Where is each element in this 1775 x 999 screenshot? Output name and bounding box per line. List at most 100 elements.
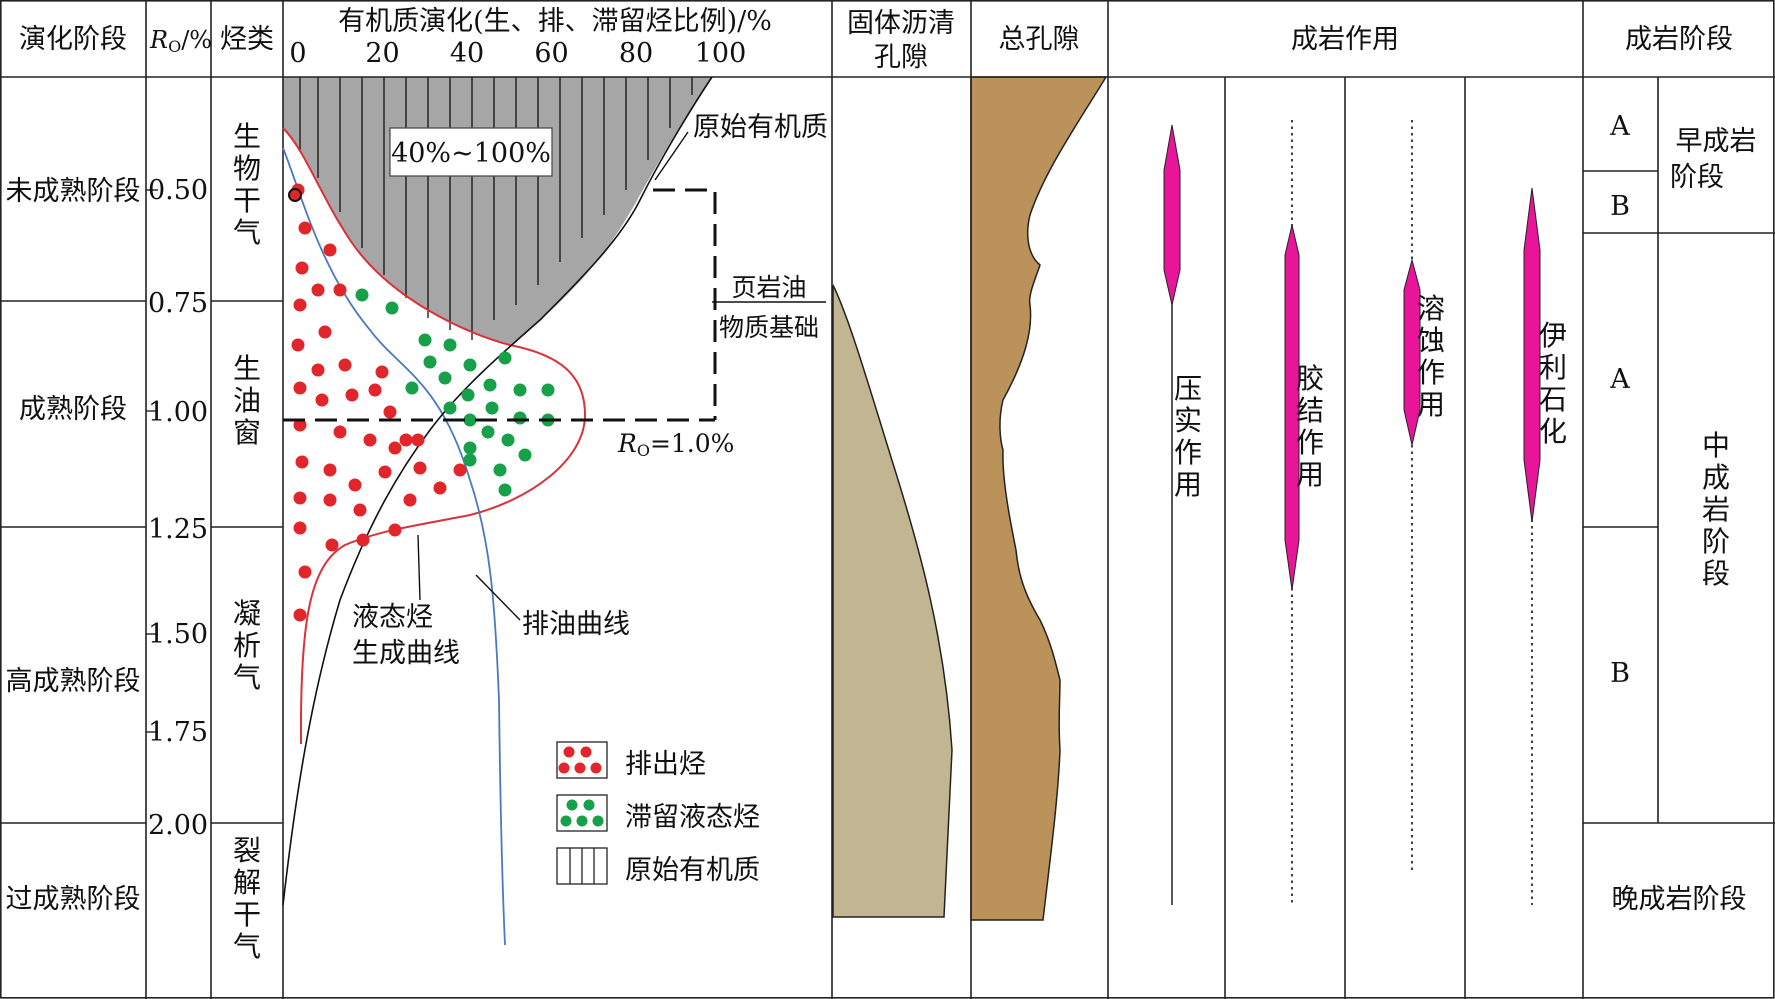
- expelled-dot: [325, 538, 339, 552]
- header-porosity: 总孔隙: [999, 24, 1080, 55]
- expelled-dot: [433, 481, 447, 495]
- hydrocarbon-type-char: 气: [233, 661, 261, 694]
- header-diagenesis: 成岩作用: [1291, 24, 1399, 55]
- header-bitumen-1: 固体沥清: [847, 8, 955, 39]
- hydrocarbon-type-char: 窗: [233, 416, 261, 449]
- liquid-curve-callout: [417, 534, 421, 601]
- expelled-dot: [293, 381, 307, 395]
- expelled-dot: [298, 221, 312, 235]
- expelled-dot: [453, 463, 467, 477]
- hydrocarbon-type-char: 裂: [233, 834, 261, 867]
- process-label-char: 用: [1296, 458, 1324, 491]
- header-ro: RO/%: [149, 26, 212, 56]
- middle-stage-char: 阶: [1702, 525, 1730, 558]
- early-diagenesis-1: 早成岩: [1676, 126, 1757, 157]
- process-label-char: 溶: [1417, 292, 1445, 325]
- expulsion-callout: [475, 574, 521, 621]
- header-diagenetic-stage: 成岩阶段: [1625, 24, 1733, 55]
- range-label-box: [389, 127, 553, 177]
- expelled-dot: [345, 388, 359, 402]
- ro-value: 0.75: [148, 288, 208, 319]
- cementation-track: [1284, 120, 1300, 905]
- expelled-dot: [388, 441, 402, 455]
- expelled-dot: [291, 338, 305, 352]
- ro-threshold-label: RO=1.0%: [617, 429, 734, 460]
- ro-value: 1.50: [148, 619, 208, 650]
- substage-early-b: B: [1610, 191, 1630, 222]
- hydrocarbon-type-char: 气: [233, 930, 261, 963]
- retained-dot: [498, 483, 512, 497]
- stage-high-mature: 高成熟阶段: [6, 666, 141, 697]
- original-om-label: 原始有机质: [693, 112, 828, 143]
- legend-red-dot: [574, 762, 586, 774]
- expelled-dot: [293, 608, 307, 622]
- process-label-char: 石: [1539, 383, 1567, 416]
- retained-dot: [463, 441, 477, 455]
- expelled-dot: [338, 358, 352, 372]
- expelled-dot: [411, 433, 425, 447]
- expelled-dot: [356, 533, 370, 547]
- middle-stage-char: 岩: [1702, 493, 1730, 526]
- hydrocarbon-type-char: 生: [233, 352, 261, 385]
- retained-dot: [405, 381, 419, 395]
- expelled-dot: [363, 433, 377, 447]
- process-label-char: 实: [1174, 404, 1202, 437]
- expelled-dot: [368, 383, 382, 397]
- header-evolution: 有机质演化(生、排、滞留烃比例)/%: [338, 6, 772, 37]
- ro-value: 1.75: [148, 717, 208, 748]
- percent-tick-label: 0: [289, 38, 306, 69]
- percent-tick-label: 20: [365, 38, 399, 69]
- retained-dot: [385, 301, 399, 315]
- retained-dot: [443, 338, 457, 352]
- header-hc-type: 烃类: [220, 24, 274, 55]
- process-label-char: 作: [1174, 436, 1202, 469]
- early-diagenesis-2: 阶段: [1670, 162, 1724, 193]
- stage-immature: 未成熟阶段: [6, 176, 141, 207]
- retained-dot: [483, 378, 497, 392]
- expelled-dot: [293, 521, 307, 535]
- expelled-dot: [399, 433, 413, 447]
- retained-dot: [513, 383, 527, 397]
- legend-label-retained: 滞留液态烃: [625, 802, 760, 833]
- shale-oil-basis-box: [283, 188, 717, 422]
- liquid-curve-label-1: 液态烃: [352, 602, 433, 633]
- expelled-dot: [293, 298, 307, 312]
- hydrocarbon-type-char: 气: [233, 216, 261, 249]
- substage-middle-a: A: [1609, 364, 1630, 395]
- ro-value: 2.00: [148, 810, 208, 841]
- compaction-lens: [1163, 124, 1181, 306]
- percent-tick-label: 60: [534, 38, 568, 69]
- expelled-dot: [413, 461, 427, 475]
- hydrocarbon-type-char: 干: [233, 898, 261, 931]
- retained-dot: [498, 351, 512, 365]
- original-om-callout: [654, 131, 689, 181]
- expelled-dot: [333, 283, 347, 297]
- process-label-char: 结: [1296, 394, 1324, 427]
- expelled-dot: [323, 463, 337, 477]
- expelled-hydrocarbon-dots: [288, 183, 467, 622]
- expelled-dot: [293, 491, 307, 505]
- hydrocarbon-type-char: 解: [233, 866, 261, 899]
- middle-stage-char: 中: [1702, 429, 1730, 462]
- process-label-char: 用: [1174, 468, 1202, 501]
- expelled-dot: [375, 365, 389, 379]
- legend-green-dot: [583, 799, 595, 811]
- legend-label-original-om: 原始有机质: [625, 855, 760, 886]
- expelled-dot: [388, 523, 402, 537]
- expelled-dot: [318, 325, 332, 339]
- process-label-char: 作: [1417, 356, 1445, 389]
- expelled-dot: [333, 425, 347, 439]
- substage-middle-b: B: [1610, 658, 1630, 689]
- solid-bitumen-porosity-area: [832, 284, 953, 918]
- cementation-lens: [1284, 224, 1300, 591]
- illitization-track: [1523, 187, 1541, 905]
- ro-values: 0.50 0.75 1.00 1.25 1.50 1.75 2.00: [148, 175, 208, 841]
- expelled-dot: [298, 565, 312, 579]
- ro-value: 1.25: [148, 514, 208, 545]
- retained-dot: [418, 333, 432, 347]
- process-label-char: 蚀: [1417, 324, 1445, 357]
